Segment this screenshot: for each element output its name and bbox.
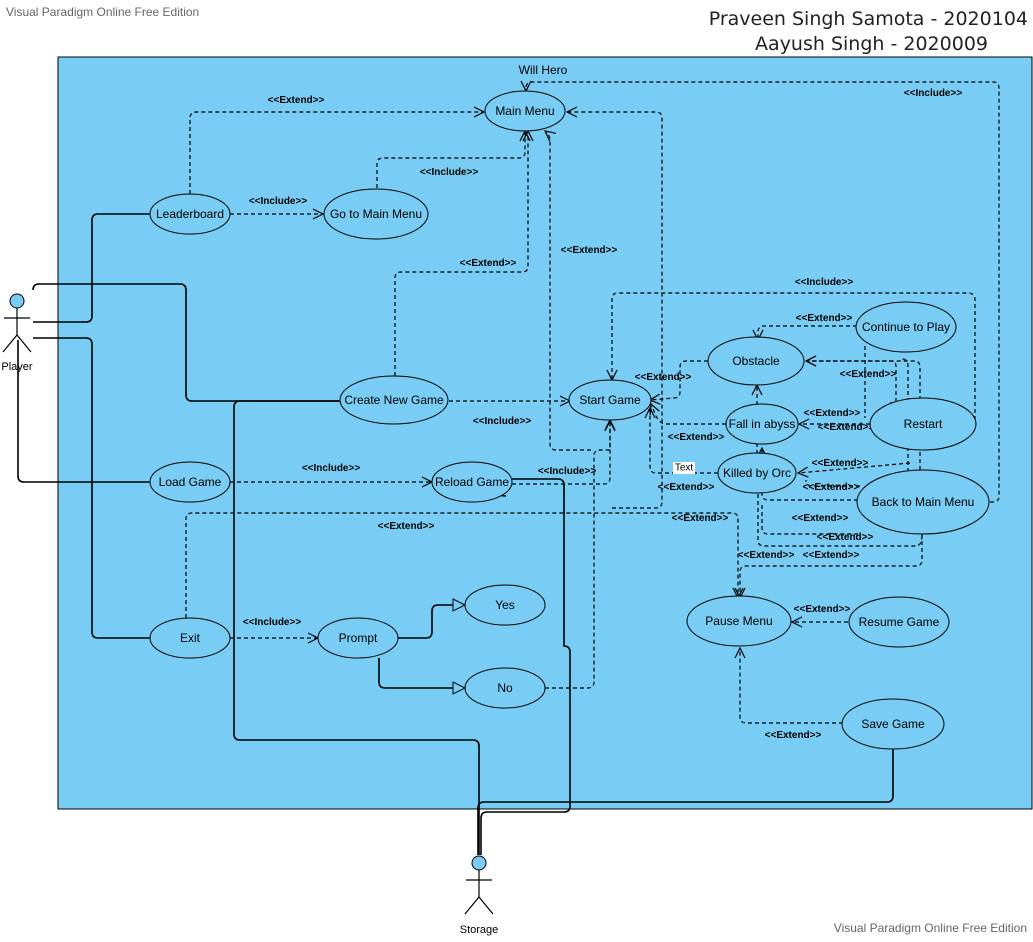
svg-text:Load Game: Load Game	[159, 475, 222, 489]
system-boundary	[57, 56, 1033, 810]
label-extend: <<Extend>>	[460, 258, 517, 269]
actor-player-label: Player	[1, 361, 33, 373]
author-line-1: Praveen Singh Samota - 2020104	[709, 8, 1028, 30]
use-case-no[interactable]: No	[464, 667, 546, 709]
svg-text:Restart: Restart	[904, 417, 943, 431]
svg-text:Save Game: Save Game	[861, 717, 925, 731]
associations	[17, 213, 894, 855]
label-extend: <<Extend>>	[817, 532, 874, 543]
use-case-main-menu[interactable]: Main Menu	[484, 90, 566, 132]
svg-text:Obstacle: Obstacle	[732, 354, 780, 368]
label-extend: <<Extend>>	[794, 604, 851, 615]
label-extend: <<Extend>>	[796, 313, 853, 324]
label-include: <<Include>>	[243, 617, 302, 628]
note-text: Text	[673, 462, 695, 474]
label-extend: <<Extend>>	[672, 513, 729, 524]
use-case-killed-by-orc[interactable]: Killed by Orc	[717, 452, 797, 494]
label-extend: <<Extend>>	[804, 408, 861, 419]
label-extend: <<Extend>>	[378, 521, 435, 532]
watermark-top: Visual Paradigm Online Free Edition	[6, 5, 199, 19]
label-include: <<Include>>	[538, 466, 597, 477]
svg-text:No: No	[497, 681, 513, 695]
label-extend: <<Extend>>	[658, 482, 715, 493]
label-extend: <<Extend>>	[561, 245, 618, 256]
svg-text:Reload Game: Reload Game	[435, 475, 509, 489]
actor-storage[interactable]: Storage	[460, 855, 499, 936]
label-include: <<Include>>	[795, 277, 854, 288]
use-case-back-to-main-menu[interactable]: Back to Main Menu	[856, 469, 990, 535]
use-case-exit[interactable]: Exit	[149, 617, 231, 659]
label-extend: <<Extend>>	[792, 513, 849, 524]
label-extend: <<Extend>>	[818, 422, 875, 433]
svg-text:Back to Main Menu: Back to Main Menu	[872, 495, 975, 509]
label-include: <<Include>>	[420, 167, 479, 178]
dependencies	[185, 82, 1000, 724]
svg-text:Main Menu: Main Menu	[495, 104, 554, 118]
label-include: <<Include>>	[302, 463, 361, 474]
use-case-start-game[interactable]: Start Game	[568, 379, 652, 421]
svg-text:Start Game: Start Game	[579, 393, 641, 407]
svg-text:Text: Text	[675, 463, 694, 474]
use-case-go-to-main-menu[interactable]: Go to Main Menu	[323, 188, 429, 240]
label-extend: <<Extend>>	[268, 95, 325, 106]
stereotype-labels: <<Extend>> <<Include>> <<Include>> <<Ext…	[243, 88, 963, 741]
use-case-resume-game[interactable]: Resume Game	[848, 596, 950, 648]
svg-text:Resume Game: Resume Game	[859, 615, 940, 629]
actor-player[interactable]: Player	[1, 293, 33, 373]
use-case-reload-game[interactable]: Reload Game	[431, 461, 513, 503]
watermark-bottom: Visual Paradigm Online Free Edition	[834, 921, 1027, 935]
use-case-yes[interactable]: Yes	[464, 584, 546, 626]
svg-text:Killed by Orc: Killed by Orc	[723, 466, 791, 480]
label-extend: <<Extend>>	[840, 369, 897, 380]
use-case-save-game[interactable]: Save Game	[841, 698, 945, 750]
label-include: <<Include>>	[249, 196, 308, 207]
use-case-restart[interactable]: Restart	[869, 397, 977, 451]
use-case-load-game[interactable]: Load Game	[149, 461, 231, 503]
label-include: <<Include>>	[904, 88, 963, 99]
svg-text:Create New Game: Create New Game	[344, 393, 444, 407]
author-line-2: Aayush Singh - 2020009	[755, 33, 988, 55]
label-extend: <<Extend>>	[812, 458, 869, 469]
system-name: Will Hero	[519, 63, 568, 77]
svg-text:Leaderboard: Leaderboard	[156, 207, 224, 221]
use-case-pause-menu[interactable]: Pause Menu	[686, 595, 792, 647]
use-case-leaderboard[interactable]: Leaderboard	[149, 193, 231, 235]
label-extend: <<Extend>>	[635, 372, 692, 383]
label-extend: <<Extend>>	[668, 432, 725, 443]
use-case-fall-in-abyss[interactable]: Fall in abyss	[725, 403, 799, 445]
label-extend: <<Extend>>	[765, 730, 822, 741]
label-extend: <<Extend>>	[803, 550, 860, 561]
svg-text:Go to Main Menu: Go to Main Menu	[330, 207, 422, 221]
use-case-prompt[interactable]: Prompt	[317, 617, 399, 659]
actor-storage-label: Storage	[460, 924, 499, 936]
use-case-continue-to-play[interactable]: Continue to Play	[855, 301, 957, 353]
svg-text:Prompt: Prompt	[339, 631, 378, 645]
svg-text:Continue to Play: Continue to Play	[862, 320, 950, 334]
use-case-create-new-game[interactable]: Create New Game	[339, 375, 449, 425]
label-extend: <<Extend>>	[738, 550, 795, 561]
svg-text:Yes: Yes	[495, 598, 515, 612]
use-case-obstacle[interactable]: Obstacle	[707, 336, 805, 386]
label-extend: <<Extend>>	[803, 482, 860, 493]
label-include: <<Include>>	[473, 416, 532, 427]
svg-text:Exit: Exit	[180, 631, 201, 645]
svg-text:Fall in abyss: Fall in abyss	[729, 417, 796, 431]
svg-text:Pause Menu: Pause Menu	[705, 614, 772, 628]
